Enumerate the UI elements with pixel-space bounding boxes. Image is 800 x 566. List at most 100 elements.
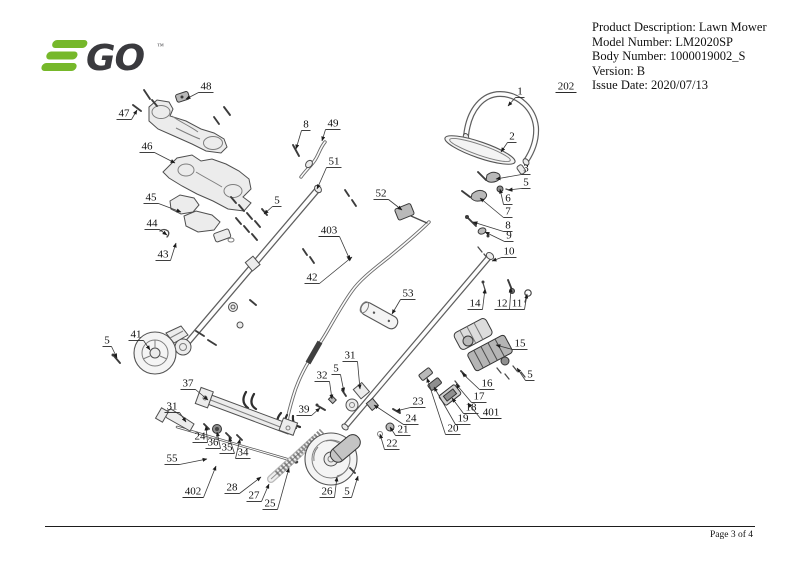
part-number-label: 5: [523, 177, 529, 189]
part-number-label: 48: [201, 81, 213, 93]
callout-leader-line: [154, 152, 176, 164]
callout-leader-line: [389, 426, 396, 436]
callout-leader-line: [204, 425, 209, 443]
callout-45: 45: [143, 192, 182, 213]
part-number-label: 14: [470, 298, 482, 310]
product-info-block: Product Description: Lawn Mower Model Nu…: [592, 20, 767, 93]
page-number: Page 3 of 4: [709, 530, 753, 540]
callout-37: 37: [180, 378, 209, 401]
issue-date-line: Issue Date: 2020/07/13: [592, 78, 708, 93]
callout-43: 43: [155, 242, 177, 261]
support-bracket-art: [194, 386, 299, 436]
part-number-label: 3: [523, 163, 529, 175]
part-number-label: 12: [497, 298, 508, 310]
part-number-label: 37: [183, 378, 195, 390]
callout-leader-line: [316, 167, 327, 190]
callout-15: 15: [495, 338, 528, 350]
part-number-label: 44: [147, 218, 159, 230]
callout-leader-line: [179, 457, 208, 465]
ego-logo-e-bars: [41, 40, 88, 71]
callout-7: 7: [479, 197, 513, 218]
callout-32: 32: [314, 370, 334, 400]
callout-leader-line: [395, 407, 411, 412]
part-number-label: 401: [483, 407, 500, 419]
callout-53: 53: [391, 288, 416, 315]
part-number-label: 16: [482, 378, 494, 390]
part-number-label: 5: [333, 363, 339, 375]
part-number-label: 39: [299, 404, 311, 416]
part-number-label: 52: [376, 188, 387, 200]
callout-leader-line: [507, 187, 522, 192]
part-number-label: 5: [344, 486, 350, 498]
drive-cable-art: [242, 203, 431, 431]
callout-46: 46: [139, 141, 176, 164]
callout-31: 31: [164, 401, 187, 423]
callout-leader-line: [179, 412, 187, 423]
part-number-label: 32: [317, 370, 328, 382]
part-number-label: 17: [474, 391, 486, 403]
diagram-art: [111, 89, 540, 486]
product-description-line: Product Description: Lawn Mower: [592, 20, 767, 34]
callout-1: 1: [507, 86, 525, 107]
callout-leader-line: [263, 206, 273, 215]
callout-47: 47: [116, 108, 138, 120]
part-number-label: 34: [238, 447, 250, 459]
callout-39: 39: [296, 404, 321, 416]
part-number-label: 31: [167, 401, 178, 413]
callout-leader-line: [295, 130, 302, 150]
part-number-label: 402: [185, 486, 202, 498]
part-number-label: 10: [504, 246, 516, 258]
cable-top-segment-art: [299, 140, 327, 179]
callout-leader-line: [311, 407, 321, 416]
part-number-label: 43: [158, 249, 170, 261]
callout-14: 14: [467, 288, 487, 310]
callout-leader-line: [158, 203, 182, 213]
callout-leader-line: [111, 346, 118, 359]
callout-35: 35: [219, 436, 235, 454]
callout-leader-line: [507, 97, 516, 107]
part-number-label: 51: [329, 156, 340, 168]
callout-leader-line: [215, 431, 221, 449]
part-number-label: 31: [345, 350, 356, 362]
callout-21: 21: [389, 424, 411, 436]
part-number-label: 53: [403, 288, 415, 300]
callout-leader-line: [524, 293, 529, 310]
callout-leader-line: [235, 438, 241, 459]
callout-202: 202: [555, 81, 577, 93]
callout-leader-line: [159, 229, 168, 236]
callout-leader-line: [455, 383, 472, 403]
callout-leader-line: [185, 92, 199, 100]
part-number-label: 25: [265, 498, 277, 510]
callout-leader-line: [143, 340, 151, 351]
callout-leader-line: [388, 199, 403, 211]
callout-9: 9: [484, 230, 514, 242]
callout-leader-line: [500, 142, 508, 153]
callout-leader-line: [195, 389, 209, 401]
callout-5: 5: [516, 367, 535, 381]
part-number-label: 20: [448, 423, 460, 435]
callout-leader-line: [467, 402, 481, 419]
part-number-label: 46: [142, 141, 154, 153]
callout-leader-line: [472, 221, 504, 232]
callout-24: 24: [192, 425, 209, 443]
callout-leader-line: [379, 433, 385, 450]
handle-mount-assembly-art: [132, 89, 231, 154]
callout-22: 22: [379, 433, 400, 450]
callout-401: 401: [467, 402, 502, 419]
callout-leader-line: [499, 188, 504, 205]
part-number-label: 36: [208, 437, 220, 449]
callout-31: 31: [342, 350, 362, 390]
part-number-label: 45: [146, 192, 158, 204]
callout-leader-line: [340, 374, 346, 393]
callout-10: 10: [491, 246, 517, 262]
callout-leader-line: [321, 129, 326, 142]
callout-leader-line: [329, 381, 334, 400]
callout-leader-line: [170, 242, 177, 261]
part-number-label: 1: [517, 86, 523, 98]
callout-leader-line: [351, 475, 359, 498]
callout-leader-line: [491, 257, 502, 262]
part-number-label: 2: [509, 131, 515, 143]
part-number-label: 15: [515, 338, 527, 350]
callout-27: 27: [246, 483, 270, 502]
